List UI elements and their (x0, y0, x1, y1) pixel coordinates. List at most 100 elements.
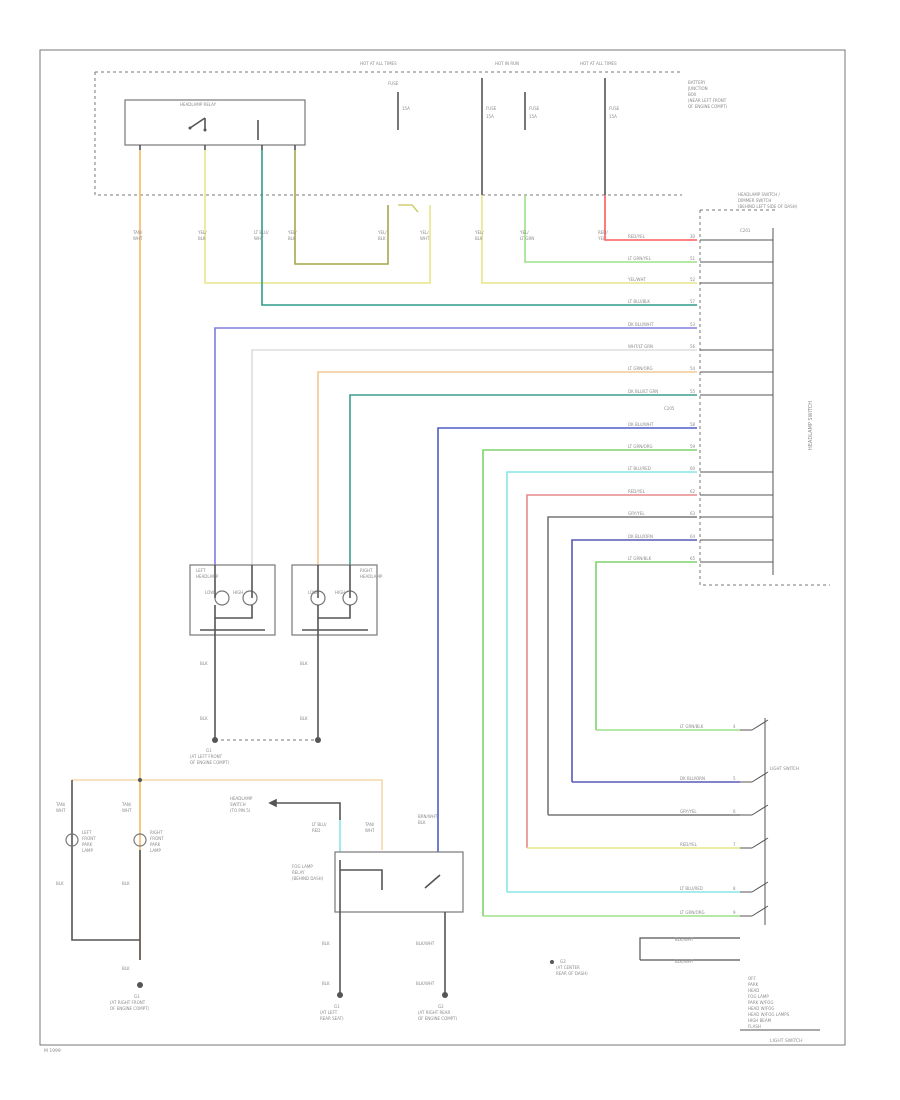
svg-text:15A: 15A (486, 114, 494, 119)
switch-stack-label: DK BLU/ORN (680, 776, 705, 781)
svg-text:TAN/: TAN/ (121, 802, 132, 807)
svg-text:RED: RED (312, 828, 320, 833)
svg-text:BLK: BLK (200, 716, 208, 721)
headlamp-relay-label: HEADLAMP RELAY (180, 102, 217, 107)
vertical-wire-label: TAN/ (132, 230, 143, 235)
fuse-4: FUSE 15A (604, 78, 620, 195)
svg-text:REAR OF DASH): REAR OF DASH) (556, 971, 588, 976)
vertical-wire-label: RED/ (598, 230, 608, 235)
switch-wire-label: DK BLU/WHT (628, 422, 654, 427)
relay-contact (139, 117, 296, 150)
svg-text:WHT: WHT (122, 808, 132, 813)
vertical-wire-label: WHT (420, 236, 430, 241)
svg-text:BLK/WHT: BLK/WHT (675, 959, 694, 964)
svg-text:LEFT: LEFT (82, 830, 92, 835)
svg-text:15A: 15A (529, 114, 537, 119)
svg-text:HIGH: HIGH (233, 590, 243, 595)
svg-text:DIMMER SWITCH: DIMMER SWITCH (738, 198, 771, 203)
junction-box-outline (94, 71, 682, 196)
switch-pin-label: 30 (690, 234, 696, 239)
left-headlamp: LEFT HEADLAMP LOW HIGH (189, 564, 276, 636)
wire-lightgray (251, 349, 697, 565)
junction-fuse-label-2: HOT IN RUN (495, 61, 519, 66)
wire-blue (214, 327, 697, 565)
wire-red (526, 494, 697, 848)
wire-lime (595, 561, 697, 730)
svg-text:LT BLU/: LT BLU/ (312, 822, 327, 827)
svg-text:REAR SEAT): REAR SEAT) (320, 1016, 344, 1021)
switch-pin-label: 63 (690, 511, 696, 516)
switch-wire-label: LT BLU/RED (628, 466, 651, 471)
switch-pin-label: 60 (690, 466, 696, 471)
switch-wire-label: LT GRN/ORG (628, 444, 653, 449)
svg-text:LIGHT SWITCH: LIGHT SWITCH (770, 766, 799, 771)
switch-pin-label: 59 (690, 444, 696, 449)
wire-green (524, 195, 697, 263)
vertical-wire-label: BLK (198, 236, 206, 241)
headlamp-relay-box (124, 99, 306, 146)
svg-text:BLK/WHT: BLK/WHT (416, 941, 435, 946)
switch-pin-label: 52 (690, 277, 696, 282)
switch-pin-label: 58 (690, 422, 696, 427)
wire-yellow-2 (481, 195, 697, 284)
switch-contact (740, 881, 769, 893)
wire-gray (547, 516, 697, 815)
svg-text:FUSE: FUSE (609, 106, 620, 111)
svg-text:OF ENGINE COMPT): OF ENGINE COMPT) (110, 1006, 150, 1011)
switch-wire-label: YEL/WHT (627, 277, 647, 282)
wire-teal-dark (349, 394, 697, 565)
fuse-2: FUSE 15A (481, 78, 497, 195)
colored-wires (72, 150, 740, 960)
switch-legend-item: FOG LAMP (748, 994, 769, 999)
svg-text:BATTERY: BATTERY (688, 80, 706, 85)
switch-legend-item: HIGH BEAM (748, 1018, 772, 1023)
svg-text:(TO PIN 5): (TO PIN 5) (230, 808, 251, 813)
switch-wire-label: RED/YEL (628, 489, 646, 494)
svg-text:LOW: LOW (308, 590, 317, 595)
vertical-wire-label: YEL/ (197, 230, 207, 235)
svg-text:15A: 15A (609, 114, 617, 119)
switch-legend-item: OFF (748, 976, 756, 981)
svg-text:PARK: PARK (150, 842, 161, 847)
svg-text:BLK: BLK (122, 881, 130, 886)
switch-wire-label: LT GRN/ORG (628, 366, 653, 371)
svg-text:OF ENGINE COMPT): OF ENGINE COMPT) (688, 104, 728, 109)
park-lamps: TAN/ WHT TAN/ WHT LEFT FRONT PARK LAMP R… (55, 778, 164, 1011)
switch-wire-label: DK BLU/LT GRN (628, 389, 658, 394)
svg-text:WHT: WHT (56, 808, 66, 813)
switch-stack-label: LT GRN/BLK (680, 724, 704, 729)
switch-wire-label: DK BLU/WHT (628, 322, 654, 327)
svg-text:15A: 15A (402, 106, 410, 111)
switch-stack-pin: 5 (733, 776, 736, 781)
switch-stack-pin: 4 (733, 724, 736, 729)
switch-wire-label: LT BLU/BLK (628, 299, 650, 304)
vertical-wire-label: YEL (597, 236, 606, 241)
svg-text:(AT RIGHT FRONT: (AT RIGHT FRONT (110, 1000, 146, 1005)
svg-text:RIGHT: RIGHT (360, 568, 373, 573)
switch-pin-label: 56 (690, 344, 696, 349)
svg-text:BLK: BLK (56, 881, 64, 886)
svg-text:BLK: BLK (300, 661, 308, 666)
switch-wire-label: GRY/YEL (628, 511, 645, 516)
right-headlamp: RIGHT HEADLAMP LOW HIGH (291, 564, 383, 636)
svg-text:BLK: BLK (322, 981, 330, 986)
vertical-wire-label: BLK (288, 236, 296, 241)
svg-text:HEADLAMP: HEADLAMP (196, 574, 219, 579)
fuse-1: FUSE 15A (388, 81, 410, 130)
vertical-wire-label: YEL/ (377, 230, 387, 235)
wire-orange-cross (72, 779, 383, 850)
switch-contact (740, 905, 769, 917)
light-switch-box (699, 209, 830, 586)
svg-text:BRN/WHT: BRN/WHT (418, 814, 438, 819)
svg-text:BLK/WHT: BLK/WHT (675, 937, 694, 942)
svg-text:G1: G1 (206, 748, 212, 753)
light-switch-title: HEADLAMP SWITCH / DIMMER SWITCH (BEHIND … (738, 192, 798, 209)
svg-text:(NEAR LEFT FRONT: (NEAR LEFT FRONT (688, 98, 727, 103)
svg-text:G1: G1 (334, 1004, 340, 1009)
switch-pin-label: 54 (690, 366, 696, 371)
svg-text:WHT: WHT (365, 828, 375, 833)
